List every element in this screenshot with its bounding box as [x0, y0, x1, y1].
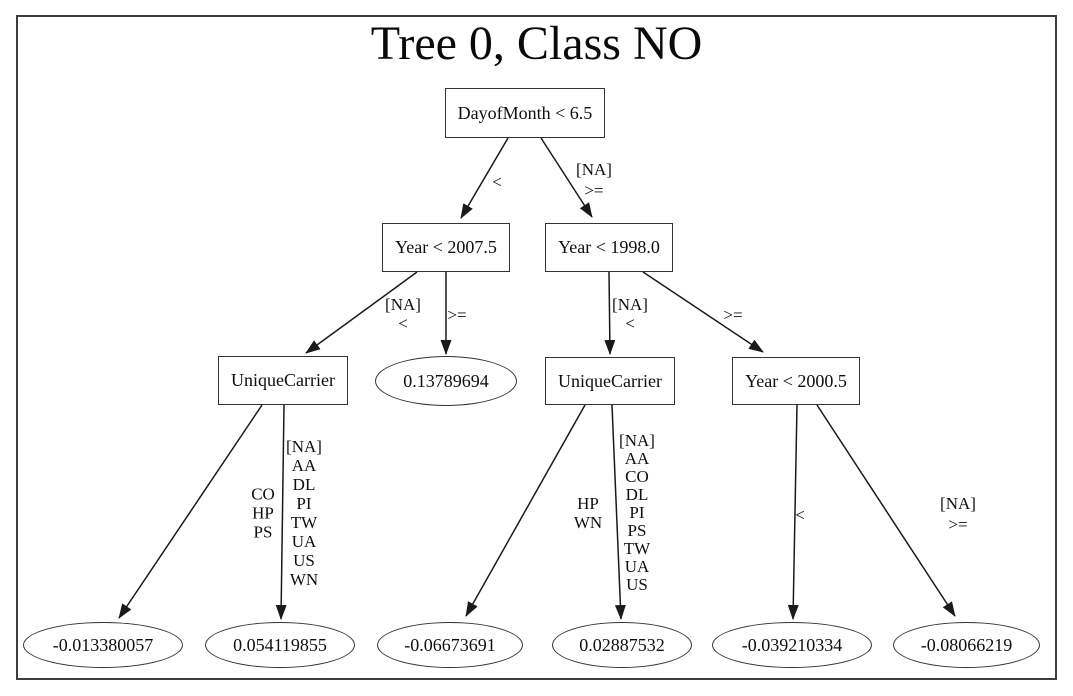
edge-label-n6-l5: < [795, 505, 805, 525]
tree-leaf-neg0667: -0.06673691 [377, 622, 523, 668]
tree-leaf-neg0392: -0.039210334 [712, 622, 872, 668]
edge-n6-l6 [816, 404, 956, 617]
edge-label-n1-n4: >= [447, 305, 467, 325]
diagram-title: Tree 0, Class NO [370, 17, 703, 70]
outer-border [16, 15, 1057, 680]
edge-root-n1 [460, 137, 509, 219]
edge-root-n2 [540, 137, 593, 218]
edge-n3-l1 [118, 404, 263, 619]
edge-label-n2-n6: >= [723, 305, 743, 325]
tree-leaf-0541: 0.054119855 [205, 622, 355, 668]
edge-label-n5-l4-carriers: [NA] AA CO DL PI PS TW UA US [619, 431, 655, 594]
tree-node-uniquecarrier-right: UniqueCarrier [545, 357, 675, 405]
edge-n2-n5 [604, 271, 616, 355]
edge-label-n3-l2-carriers: [NA] AA DL PI TW UA US WN [286, 437, 322, 589]
edge-n2-n6 [642, 271, 764, 353]
edge-label-n2-n5: [NA] < [612, 295, 648, 333]
edge-label-n3-l1-carriers: CO HP PS [251, 484, 275, 542]
tree-leaf-0288: 0.02887532 [552, 622, 692, 668]
tree-node-uniquecarrier-left: UniqueCarrier [218, 356, 348, 405]
edge-label-root-n1: < [492, 172, 502, 192]
edge-label-root-n2: [NA] >= [576, 160, 612, 200]
tree-node-dayofmonth: DayofMonth < 6.5 [445, 88, 605, 138]
tree-leaf-neg0133: -0.013380057 [23, 622, 183, 668]
edge-label-n1-n3: [NA] < [385, 295, 421, 333]
tree-node-year-2007: Year < 2007.5 [382, 223, 510, 272]
tree-leaf-neg0806: -0.08066219 [893, 622, 1040, 668]
tree-node-year-2000: Year < 2000.5 [732, 357, 860, 405]
edge-n3-l2 [275, 404, 287, 620]
edge-n6-l5 [787, 404, 799, 620]
edge-label-n6-l6: [NA] >= [940, 494, 976, 534]
edge-n1-n3 [305, 271, 418, 354]
edge-label-n5-l3-carriers: HP WN [573, 494, 603, 532]
edge-n5-l4 [611, 404, 626, 620]
edge-n5-l3 [465, 404, 586, 617]
tree-node-year-1998: Year < 1998.0 [545, 223, 673, 272]
tree-leaf-0137: 0.13789694 [375, 356, 517, 406]
